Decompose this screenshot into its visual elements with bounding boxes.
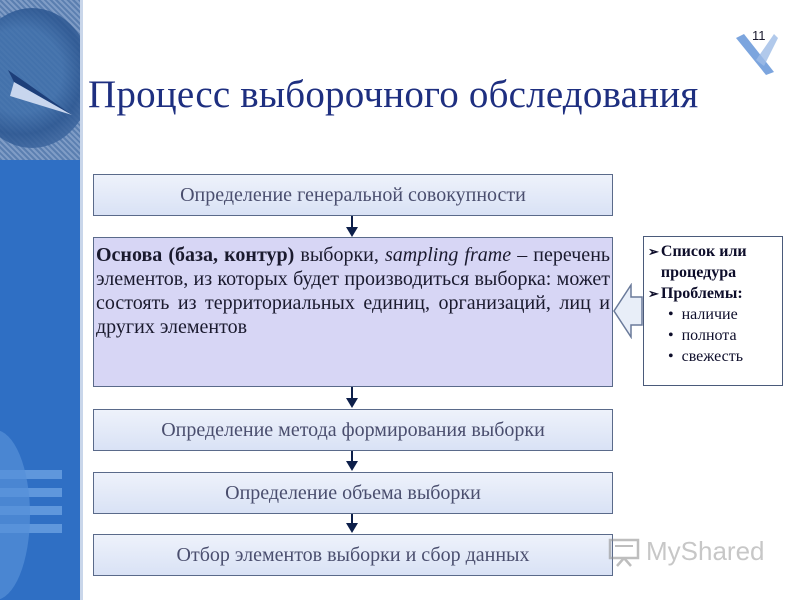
watermark: MyShared <box>608 536 765 567</box>
checkmark-bullet-icon: ➢ <box>648 244 659 259</box>
down-arrow-icon <box>346 451 358 472</box>
sampling-frame-box: Основа (база, контур) выборки, sampling … <box>93 237 613 387</box>
step-label: Отбор элементов выборки и сбор данных <box>176 543 530 566</box>
down-arrow-icon <box>346 514 358 534</box>
decorative-left-band <box>0 0 80 600</box>
step-label: Определение объема выборки <box>225 481 481 504</box>
step-size-box: Определение объема выборки <box>93 472 613 514</box>
decorative-stripe <box>0 470 62 479</box>
side-note-box: ➢Список или процедура ➢Проблемы: •наличи… <box>643 236 783 386</box>
frame-text-a: выборки, <box>294 244 385 266</box>
decorative-stripe <box>0 524 62 533</box>
decorative-stripe <box>0 488 62 497</box>
frame-term-english: sampling frame <box>384 244 512 266</box>
divider-line <box>80 0 83 600</box>
frame-term: Основа (база, контур) <box>96 244 295 266</box>
side-note-subitem: •свежесть <box>668 348 744 365</box>
presentation-board-icon <box>608 538 640 567</box>
step-label: Определение метода формирования выборки <box>161 418 545 441</box>
down-arrow-icon <box>346 216 358 237</box>
decorative-wave <box>0 430 30 600</box>
side-note-subitem: •полнота <box>668 327 737 344</box>
slide-title: Процесс выборочного обследования <box>88 73 699 116</box>
checkmark-bullet-icon: ➢ <box>648 286 659 301</box>
watermark-text: MyShared <box>646 536 765 566</box>
side-note-item: ➢Список или процедура <box>648 243 747 281</box>
step-collection-box: Отбор элементов выборки и сбор данных <box>93 534 613 576</box>
compass-needle-graphic <box>8 70 72 115</box>
side-note-subitem: •наличие <box>668 306 738 323</box>
frame-text-b: – перечень элементов, из которых будет п… <box>96 244 611 338</box>
decorative-stripe <box>0 506 62 515</box>
down-arrow-icon <box>346 387 358 409</box>
step-label: Определение генеральной совокупности <box>180 183 526 206</box>
step-population-box: Определение генеральной совокупности <box>93 174 613 216</box>
step-method-box: Определение метода формирования выборки <box>93 409 613 451</box>
side-note-item: ➢Проблемы: <box>648 285 743 302</box>
left-arrow-icon <box>613 283 643 339</box>
checkmark-logo-icon <box>736 34 778 75</box>
page-number: 11 <box>752 28 766 43</box>
